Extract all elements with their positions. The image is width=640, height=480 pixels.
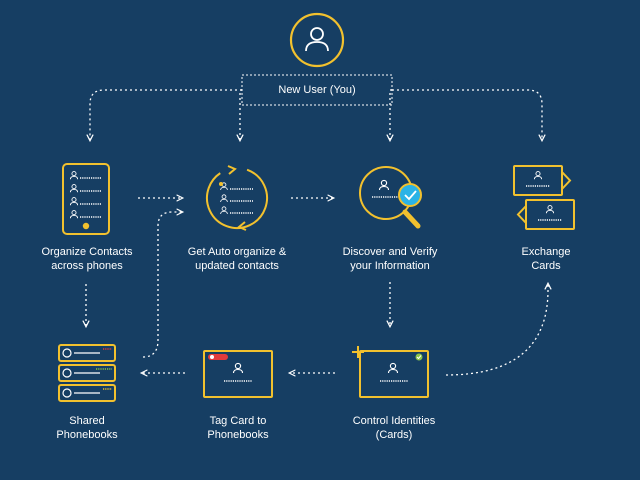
node-shared-label: Shared Phonebooks (17, 414, 157, 442)
node-label-line: Organize Contacts (41, 246, 133, 258)
node-tag-label: Tag Card to Phonebooks (168, 414, 308, 442)
node-label-line: Exchange (521, 246, 571, 258)
magnifier-verify-icon (359, 166, 422, 229)
node-control-label: Control Identities (Cards) (324, 414, 464, 442)
node-label-line: Control Identities (352, 415, 436, 427)
node-label-line: across phones (51, 260, 123, 272)
arrow-root-to-organize (90, 89, 242, 140)
node-label-line: Discover and Verify (342, 246, 438, 258)
node-label-line: Cards (531, 260, 561, 272)
auto-sync-icon (206, 165, 268, 231)
arrow-root-to-auto (240, 89, 242, 140)
node-verify-label: Discover and Verify your Information (320, 245, 460, 273)
control-identity-card-icon (352, 346, 429, 398)
arrow-shared-to-auto (142, 212, 182, 358)
flow-arrows (86, 198, 548, 375)
node-exchange-label: Exchange Cards (476, 245, 616, 273)
node-label-line: updated contacts (195, 260, 279, 272)
root-label: New User (You) (278, 84, 356, 96)
node-organize-label: Organize Contacts across phones (17, 245, 157, 273)
arrow-root-to-verify (390, 89, 392, 140)
node-label-line: Get Auto organize & (187, 246, 287, 258)
arrow-root-to-exchange (392, 89, 542, 140)
root-connectors (90, 89, 542, 140)
exchange-cards-icon (513, 165, 575, 230)
node-label-line: Tag Card to (209, 415, 267, 427)
node-label-line: Shared (69, 415, 105, 427)
node-label-line: Phonebooks (207, 429, 269, 441)
node-label-line: your Information (350, 260, 430, 272)
shared-phonebooks-icon (58, 344, 116, 402)
tag-card-icon (203, 350, 273, 398)
user-avatar-icon (289, 12, 345, 68)
node-label-line: (Cards) (375, 429, 413, 441)
arrow-control-to-exchange (445, 284, 548, 376)
node-auto-label: Get Auto organize & updated contacts (167, 245, 307, 273)
phone-contacts-icon (62, 163, 110, 235)
node-label-line: Phonebooks (56, 429, 118, 441)
